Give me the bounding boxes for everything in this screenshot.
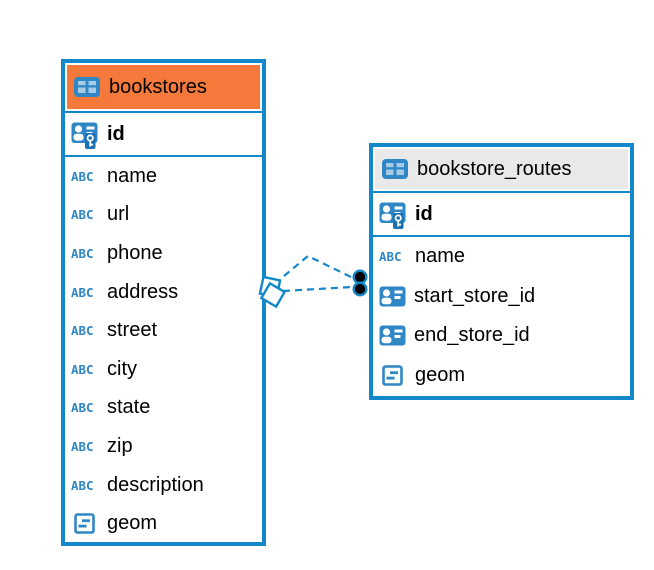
abc-icon: ABC bbox=[71, 477, 94, 493]
column-row[interactable]: ABC phone bbox=[65, 234, 262, 273]
person-key-icon bbox=[71, 122, 99, 149]
column-name: state bbox=[107, 396, 151, 419]
one-end-marker-dot[interactable] bbox=[352, 269, 368, 285]
column-row[interactable]: ABC name bbox=[65, 157, 262, 196]
column-name: end_store_id bbox=[414, 324, 530, 347]
column-name: address bbox=[107, 280, 179, 303]
relationship-line[interactable] bbox=[283, 254, 352, 278]
column-name: geom bbox=[415, 363, 466, 386]
table-name: bookstores bbox=[109, 75, 207, 98]
column-row[interactable]: ABC street bbox=[65, 311, 262, 350]
column-row[interactable]: ABC address bbox=[65, 273, 262, 312]
column-name: id bbox=[415, 202, 433, 225]
column-row[interactable]: end_store_id bbox=[373, 316, 630, 356]
column-row[interactable]: ABC name bbox=[373, 237, 630, 277]
column-row[interactable]: ABC zip bbox=[65, 427, 262, 466]
person-icon bbox=[379, 325, 406, 346]
column-row[interactable]: ABC description bbox=[65, 466, 262, 505]
one-end-marker-dot[interactable] bbox=[352, 281, 368, 297]
abc-icon: ABC bbox=[71, 438, 94, 454]
column-row-pk[interactable]: id bbox=[65, 113, 262, 155]
abc-icon: ABC bbox=[71, 361, 94, 377]
column-row[interactable]: ABC url bbox=[65, 196, 262, 235]
table-header-bookstore-routes[interactable]: bookstore_routes bbox=[375, 149, 628, 189]
table-name: bookstore_routes bbox=[417, 157, 572, 180]
column-row[interactable]: geom bbox=[373, 356, 630, 396]
column-row[interactable]: ABC city bbox=[65, 350, 262, 389]
column-name: name bbox=[107, 164, 158, 187]
column-name: name bbox=[415, 245, 466, 268]
column-name: city bbox=[107, 357, 137, 380]
table-icon bbox=[381, 158, 409, 180]
abc-icon: ABC bbox=[71, 168, 94, 184]
column-name: id bbox=[107, 122, 125, 145]
column-name: phone bbox=[107, 241, 163, 264]
pk-divider bbox=[373, 235, 630, 237]
object-icon bbox=[382, 365, 403, 386]
table-bookstore-routes[interactable]: bookstore_routes id ABC name start_store… bbox=[369, 143, 634, 400]
person-key-icon bbox=[379, 202, 407, 229]
column-name: url bbox=[107, 203, 130, 226]
abc-icon: ABC bbox=[379, 249, 402, 265]
header-divider bbox=[65, 111, 262, 113]
abc-icon: ABC bbox=[71, 284, 94, 300]
person-icon bbox=[379, 286, 406, 307]
column-row[interactable]: start_store_id bbox=[373, 277, 630, 317]
column-name: start_store_id bbox=[414, 284, 536, 307]
object-icon bbox=[74, 513, 95, 534]
header-divider bbox=[373, 191, 630, 193]
column-list: ABC name start_store_id end_store_id geo… bbox=[373, 237, 630, 396]
relationship-line[interactable] bbox=[282, 285, 353, 293]
column-row-pk[interactable]: id bbox=[373, 193, 630, 235]
column-name: description bbox=[107, 473, 204, 496]
column-row[interactable]: ABC state bbox=[65, 389, 262, 428]
abc-icon: ABC bbox=[71, 400, 94, 416]
column-row[interactable]: geom bbox=[65, 504, 262, 543]
table-icon bbox=[73, 76, 101, 98]
pk-divider bbox=[65, 155, 262, 157]
column-name: zip bbox=[107, 434, 133, 457]
abc-icon: ABC bbox=[71, 323, 94, 339]
column-name: geom bbox=[107, 512, 158, 535]
column-list: ABC name ABC url ABC phone ABC address A… bbox=[65, 157, 262, 543]
abc-icon: ABC bbox=[71, 207, 94, 223]
column-name: street bbox=[107, 319, 158, 342]
abc-icon: ABC bbox=[71, 245, 94, 261]
table-header-bookstores[interactable]: bookstores bbox=[67, 65, 260, 109]
table-bookstores[interactable]: bookstores id ABC name ABC url ABC phone… bbox=[61, 59, 266, 546]
